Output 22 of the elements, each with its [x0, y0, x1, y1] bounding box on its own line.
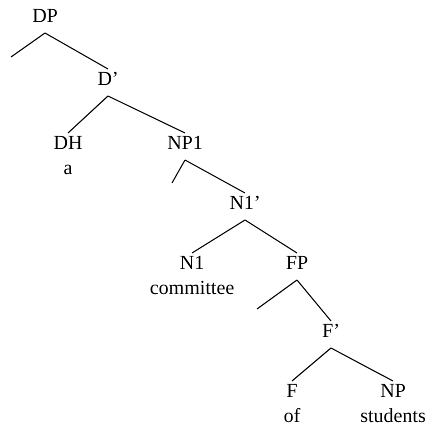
tree-branch [296, 280, 332, 322]
tree-branch [330, 347, 394, 382]
tree-branch [171, 160, 186, 184]
tree-node-label: N1’ [229, 191, 261, 216]
tree-branch [108, 95, 186, 134]
tree-branch [68, 96, 108, 134]
tree-node-label: F’ [322, 319, 340, 344]
tree-branch [244, 220, 298, 254]
tree-node-label: FP [286, 251, 308, 276]
tree-branch [256, 280, 298, 310]
tree-node-label: N1 committee [150, 251, 234, 301]
tree-branch [10, 32, 46, 58]
tree-branch [292, 348, 332, 382]
tree-node-label: NP students [360, 379, 426, 429]
tree-node-label: D’ [97, 67, 119, 92]
tree-node-label: DH a [54, 131, 82, 181]
tree-node-label: NP1 [167, 131, 203, 156]
tree-node-label: DP [32, 4, 58, 29]
tree-branch [184, 159, 246, 194]
tree-branch [192, 220, 246, 254]
tree-node-label: F of [284, 379, 300, 429]
tree-branch [44, 32, 108, 70]
